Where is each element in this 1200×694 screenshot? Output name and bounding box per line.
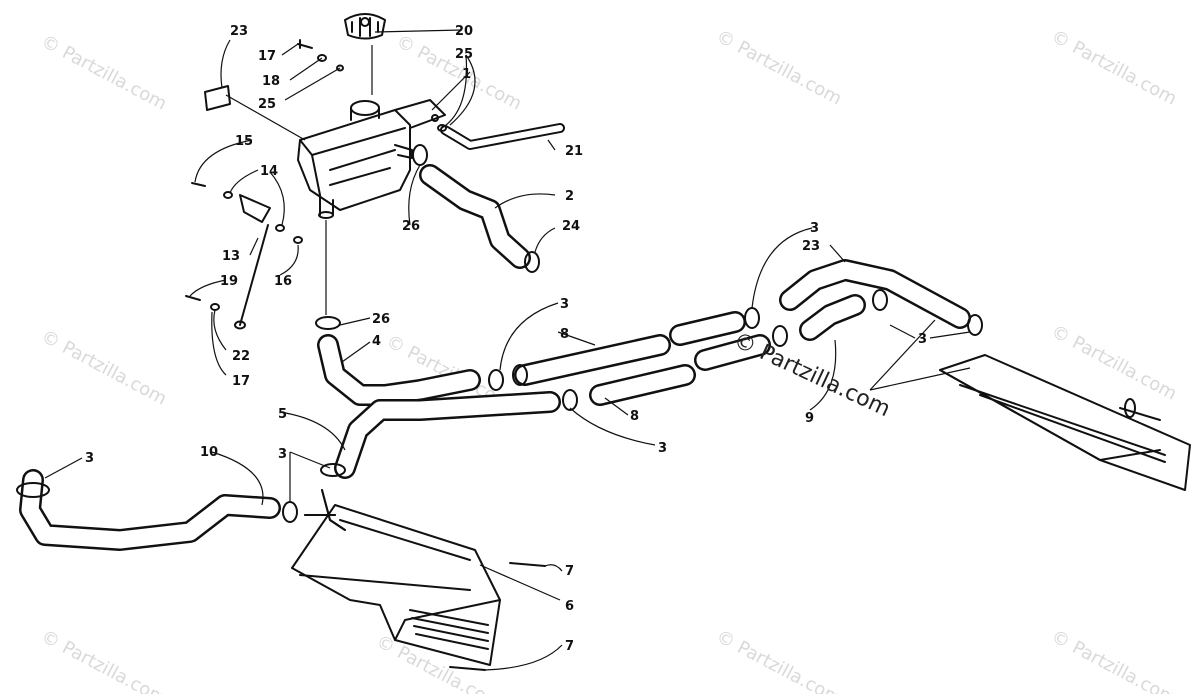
bolts-7 (449, 562, 546, 671)
callout-24: 24 (562, 219, 580, 234)
straight-hose-8-upper (514, 311, 746, 386)
hose-9 (799, 294, 866, 341)
watermark-text: © Partzilla.com (393, 31, 526, 115)
leader-lines (44, 29, 971, 671)
callout-25a: 25 (258, 97, 276, 112)
callout-10: 10 (200, 445, 218, 460)
hose-2 (419, 164, 531, 269)
brand-watermark: © Partzilla.com (729, 328, 893, 422)
callout-2: 2 (565, 189, 574, 204)
callout-3-lower: 3 (658, 441, 667, 456)
callout-17: 17 (232, 374, 250, 389)
callout-1: 1 (462, 67, 471, 82)
reservoir-cap (344, 13, 386, 40)
mount-bracket-assembly (185, 182, 303, 330)
callout-3-mid: 3 (560, 297, 569, 312)
callout-13: 15 (235, 134, 253, 149)
heat-exchanger-right (939, 354, 1191, 491)
callout-9: 9 (805, 411, 814, 426)
callout-3-elbow: 3 (278, 447, 287, 462)
hose-5 (334, 391, 561, 479)
callout-3-right: 3 (918, 332, 927, 347)
callout-18: 19 (220, 274, 238, 289)
callout-26b: 26 (372, 312, 390, 327)
callout-labels: 23 17 18 25 20 25 1 15 14 21 2 24 26 13 … (85, 24, 927, 654)
hose-4 (317, 334, 481, 406)
tank-hardware (297, 39, 447, 132)
callout-26a: 26 (402, 219, 420, 234)
callout-21: 21 (565, 144, 583, 159)
callout-5: 5 (278, 407, 287, 422)
hose-23 (779, 259, 971, 329)
heat-exchanger-left (291, 504, 501, 666)
watermark-text: © Partzilla.com (713, 626, 846, 694)
hose-clamps (16, 144, 983, 523)
callout-14: 16 (274, 274, 292, 289)
watermark-text: © Partzilla.com (38, 626, 171, 694)
watermark-text: © Partzilla.com (713, 26, 846, 110)
callout-15: 17 (258, 49, 276, 64)
callout-25b: 25 (455, 47, 473, 62)
callout-3-left: 3 (85, 451, 94, 466)
hose-10 (19, 469, 281, 551)
callout-3-upper-right: 3 (810, 221, 819, 236)
callout-7-upper: 7 (565, 564, 574, 579)
callout-20: 20 (455, 24, 473, 39)
callout-4: 4 (372, 334, 381, 349)
vent-tube (440, 123, 565, 150)
watermark-text: © Partzilla.com (1048, 626, 1181, 694)
watermark-text: © Partzilla.com (38, 31, 171, 115)
callout-6: 6 (565, 599, 574, 614)
callout-16: 18 (262, 74, 280, 89)
straight-hose-8-lower (589, 334, 771, 406)
watermark-text: © Partzilla.com (1048, 26, 1181, 110)
callout-12: 14 (260, 164, 278, 179)
callout-19: 22 (232, 349, 250, 364)
callout-8-lower: 8 (630, 409, 639, 424)
callout-22: 23 (230, 24, 248, 39)
callout-7-lower: 7 (565, 639, 574, 654)
exchanger-fittings (304, 489, 346, 531)
decal-label (204, 85, 231, 111)
coolant-reservoir-tank (297, 99, 446, 219)
callout-23: 23 (802, 239, 820, 254)
callout-11: 13 (222, 249, 240, 264)
watermark-text: © Partzilla.com (38, 326, 171, 410)
callout-8-upper: 8 (560, 327, 569, 342)
